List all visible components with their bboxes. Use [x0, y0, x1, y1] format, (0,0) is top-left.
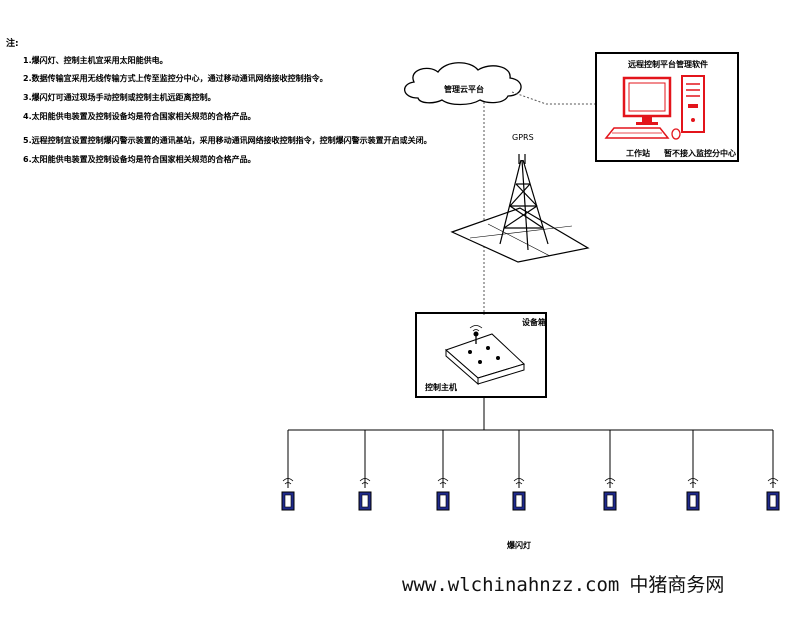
- equipment-box: [415, 312, 547, 398]
- ground-plane: [450, 207, 590, 263]
- note-item-5: 5.远程控制宜设置控制爆闪警示装置的通讯基站，采用移动通讯网络接收控制指令，控制…: [23, 136, 432, 145]
- strobe-lamp-icon: [603, 430, 617, 511]
- signal-waves-icon: [687, 478, 699, 485]
- subcenter-label: 暂不接入监控分中心: [664, 149, 736, 158]
- lamp-lens: [769, 494, 777, 508]
- strobe-lamp-icon: [766, 430, 780, 511]
- lamp-lens: [361, 494, 369, 508]
- lamp-lens: [606, 494, 614, 508]
- note-item-2: 2.数据传输宜采用无线传输方式上传至监控分中心，通过移动通讯网络接收控制指令。: [23, 74, 328, 83]
- strobe-lamp-label: 爆闪灯: [507, 541, 531, 550]
- computer-tower-icon: [681, 75, 705, 133]
- mouse-icon: [671, 128, 681, 140]
- signal-waves-icon: [282, 478, 294, 485]
- lamp-lens: [515, 494, 523, 508]
- cloud-label: 管理云平台: [444, 85, 484, 94]
- note-item-6: 6.太阳能供电装置及控制设备均是符合国家相关规范的合格产品。: [23, 155, 256, 164]
- remote-platform-box: [595, 52, 739, 162]
- watermark-url: www.wlchinahnzz.com: [402, 574, 620, 596]
- strobe-lamp-icon: [686, 430, 700, 511]
- strobe-lamps-group: [281, 430, 780, 511]
- note-item-4: 4.太阳能供电装置及控制设备均是符合国家相关规范的合格产品。: [23, 112, 256, 121]
- watermark: www.wlchinahnzz.com 中猪商务网: [402, 570, 724, 597]
- note-item-3: 3.爆闪灯可通过现场手动控制或控制主机远距离控制。: [23, 93, 216, 102]
- strobe-lamp-icon: [358, 430, 372, 511]
- notes-title: 注:: [6, 39, 19, 49]
- watermark-site: 中猪商务网: [629, 574, 725, 596]
- gprs-label: GPRS: [512, 133, 534, 142]
- gprs-tower-icon: [499, 154, 549, 251]
- strobe-lamp-icon: [512, 430, 526, 511]
- lamp-lens: [689, 494, 697, 508]
- signal-waves-icon: [767, 478, 779, 485]
- control-host-icon: [445, 331, 525, 386]
- signal-waves-icon: [513, 478, 525, 485]
- monitor-icon: [622, 76, 672, 125]
- keyboard-icon: [604, 127, 670, 139]
- lamp-lens: [284, 494, 292, 508]
- signal-waves-icon: [437, 478, 449, 485]
- signal-waves-icon: [359, 478, 371, 485]
- strobe-lamp-icon: [281, 430, 295, 511]
- cloud-to-remote-link: [511, 91, 596, 105]
- cloud-icon: [404, 62, 522, 106]
- strobe-lamp-icon: [436, 430, 450, 511]
- equipment-box-title: 设备箱: [522, 318, 546, 327]
- workstation-label: 工作站: [626, 149, 650, 158]
- note-item-1: 1.爆闪灯、控制主机宜采用太阳能供电。: [23, 56, 168, 65]
- signal-waves-icon: [469, 325, 483, 332]
- remote-box-title: 远程控制平台管理软件: [628, 60, 708, 69]
- lamp-lens: [439, 494, 447, 508]
- signal-waves-icon: [604, 478, 616, 485]
- control-host-label: 控制主机: [425, 383, 457, 392]
